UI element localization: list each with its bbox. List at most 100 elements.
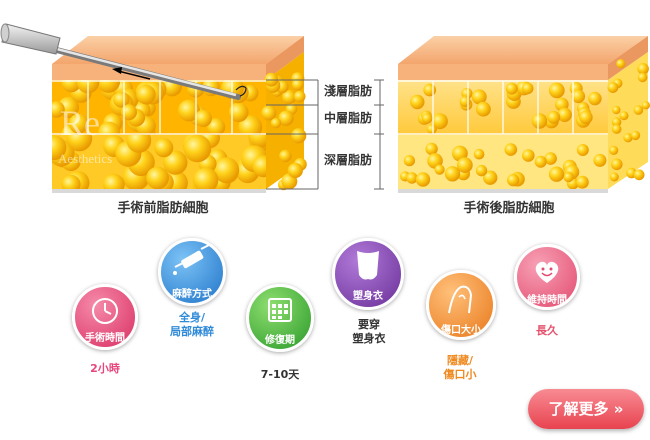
fat-cell	[282, 90, 297, 105]
fat-cell	[548, 82, 565, 99]
fat-cell	[593, 153, 607, 167]
fat-cell	[641, 101, 650, 110]
feature-surgery-time-title: 手術時間	[85, 333, 125, 344]
fat-cell	[633, 169, 645, 181]
fat-cell	[178, 99, 200, 122]
fat-cell	[611, 158, 623, 171]
fat-cell	[609, 172, 619, 182]
fat-cell	[507, 173, 520, 187]
fat-cell	[571, 89, 586, 104]
feature-recovery-title: 修復期	[265, 335, 295, 346]
fat-cell	[261, 105, 277, 121]
feature-anesthesia: 麻醉方式	[158, 238, 226, 306]
fat-cell	[61, 80, 82, 93]
feature-wound-size: 傷口大小	[426, 270, 496, 340]
fat-cell	[612, 105, 621, 115]
feature-duration-title: 維持時間	[527, 295, 567, 306]
fat-block-before	[52, 36, 307, 193]
fat-cell	[248, 135, 266, 148]
skin-top-before	[52, 36, 304, 64]
feature-shapewear-title: 塑身衣	[353, 291, 383, 302]
fat-cell	[194, 109, 212, 127]
fat-cell	[287, 162, 303, 179]
fat-cell	[563, 171, 574, 183]
fat-cell	[213, 157, 240, 184]
fat-cell	[193, 167, 219, 189]
watermark-logo: Re	[60, 103, 100, 143]
fat-cell	[163, 150, 188, 175]
fat-cell	[154, 138, 174, 158]
fat-cell	[547, 110, 561, 124]
fat-cell	[183, 135, 212, 163]
feature-shapewear-value: 要穿 塑身衣	[352, 318, 386, 345]
fat-cell	[630, 130, 641, 141]
label-middle-fat: 中層脂肪	[324, 110, 372, 125]
fat-cell	[616, 59, 626, 69]
fat-cell	[504, 143, 518, 156]
fat-cell	[522, 149, 535, 162]
fat-cell	[423, 83, 437, 97]
label-deep-fat: 深層脂肪	[324, 152, 372, 167]
feature-anesthesia-title: 麻醉方式	[172, 289, 212, 300]
syringe-icon	[173, 244, 210, 275]
fat-cell	[611, 124, 622, 134]
fat-cell	[146, 166, 169, 189]
feature-duration-value: 長久	[536, 324, 558, 337]
feature-duration: 維持時間	[514, 244, 580, 310]
fat-cell	[434, 164, 445, 175]
feature-recovery-value: 7-10天	[260, 368, 300, 381]
feature-anesthesia-value: 全身/ 局部麻醉	[170, 311, 214, 338]
fat-cell	[475, 164, 488, 177]
fat-cell	[136, 84, 156, 105]
fat-cell	[52, 135, 67, 160]
fat-cell	[505, 82, 518, 95]
calendar-icon	[268, 298, 292, 322]
fat-cell	[415, 172, 431, 187]
layer-brackets	[266, 79, 384, 190]
wound-icon	[448, 285, 473, 314]
fat-cell	[97, 80, 121, 93]
fat-cell	[576, 175, 589, 189]
fat-cell	[609, 145, 619, 155]
fat-cell	[483, 170, 498, 185]
fat-cell	[228, 102, 249, 123]
cannula-icon	[0, 23, 247, 100]
fat-cell	[637, 72, 648, 83]
fat-cell	[252, 155, 266, 178]
clock-icon	[92, 298, 118, 324]
fat-cell	[66, 135, 93, 152]
fat-cell	[52, 101, 65, 118]
learn-more-button[interactable]: 了解更多 »	[528, 389, 644, 429]
fat-cell	[113, 91, 130, 108]
feature-wound-size-value: 隱藏/ 傷口小	[443, 354, 477, 381]
fat-cell	[557, 107, 572, 123]
caption-after-surgery: 手術後脂肪細胞	[463, 200, 554, 216]
fat-cell	[207, 118, 226, 135]
skin-front-before	[52, 64, 266, 80]
fat-cell	[456, 157, 473, 174]
fat-cell	[548, 166, 565, 182]
fat-cell	[459, 96, 471, 107]
feature-shapewear: 塑身衣	[332, 238, 404, 310]
fat-cell	[270, 117, 282, 129]
feature-surgery-time: 手術時間	[72, 284, 138, 350]
fat-cell	[291, 78, 304, 91]
fat-cell	[611, 117, 622, 127]
label-superficial-fat: 淺層脂肪	[324, 83, 372, 98]
fat-cell	[421, 113, 433, 124]
fat-cell	[293, 90, 306, 103]
fat-cell	[607, 82, 619, 93]
fat-cell	[473, 148, 485, 160]
fat-cell	[98, 121, 120, 135]
fat-cell	[291, 128, 307, 144]
fat-cell	[637, 63, 649, 75]
fat-cell	[403, 155, 415, 167]
fat-cell	[406, 172, 418, 184]
fat-cell	[471, 89, 487, 105]
shapewear-icon	[357, 251, 379, 280]
fat-cell	[588, 91, 602, 106]
fat-cell	[279, 149, 292, 163]
fat-cell	[534, 155, 547, 168]
feature-recovery: 修復期	[246, 284, 314, 352]
